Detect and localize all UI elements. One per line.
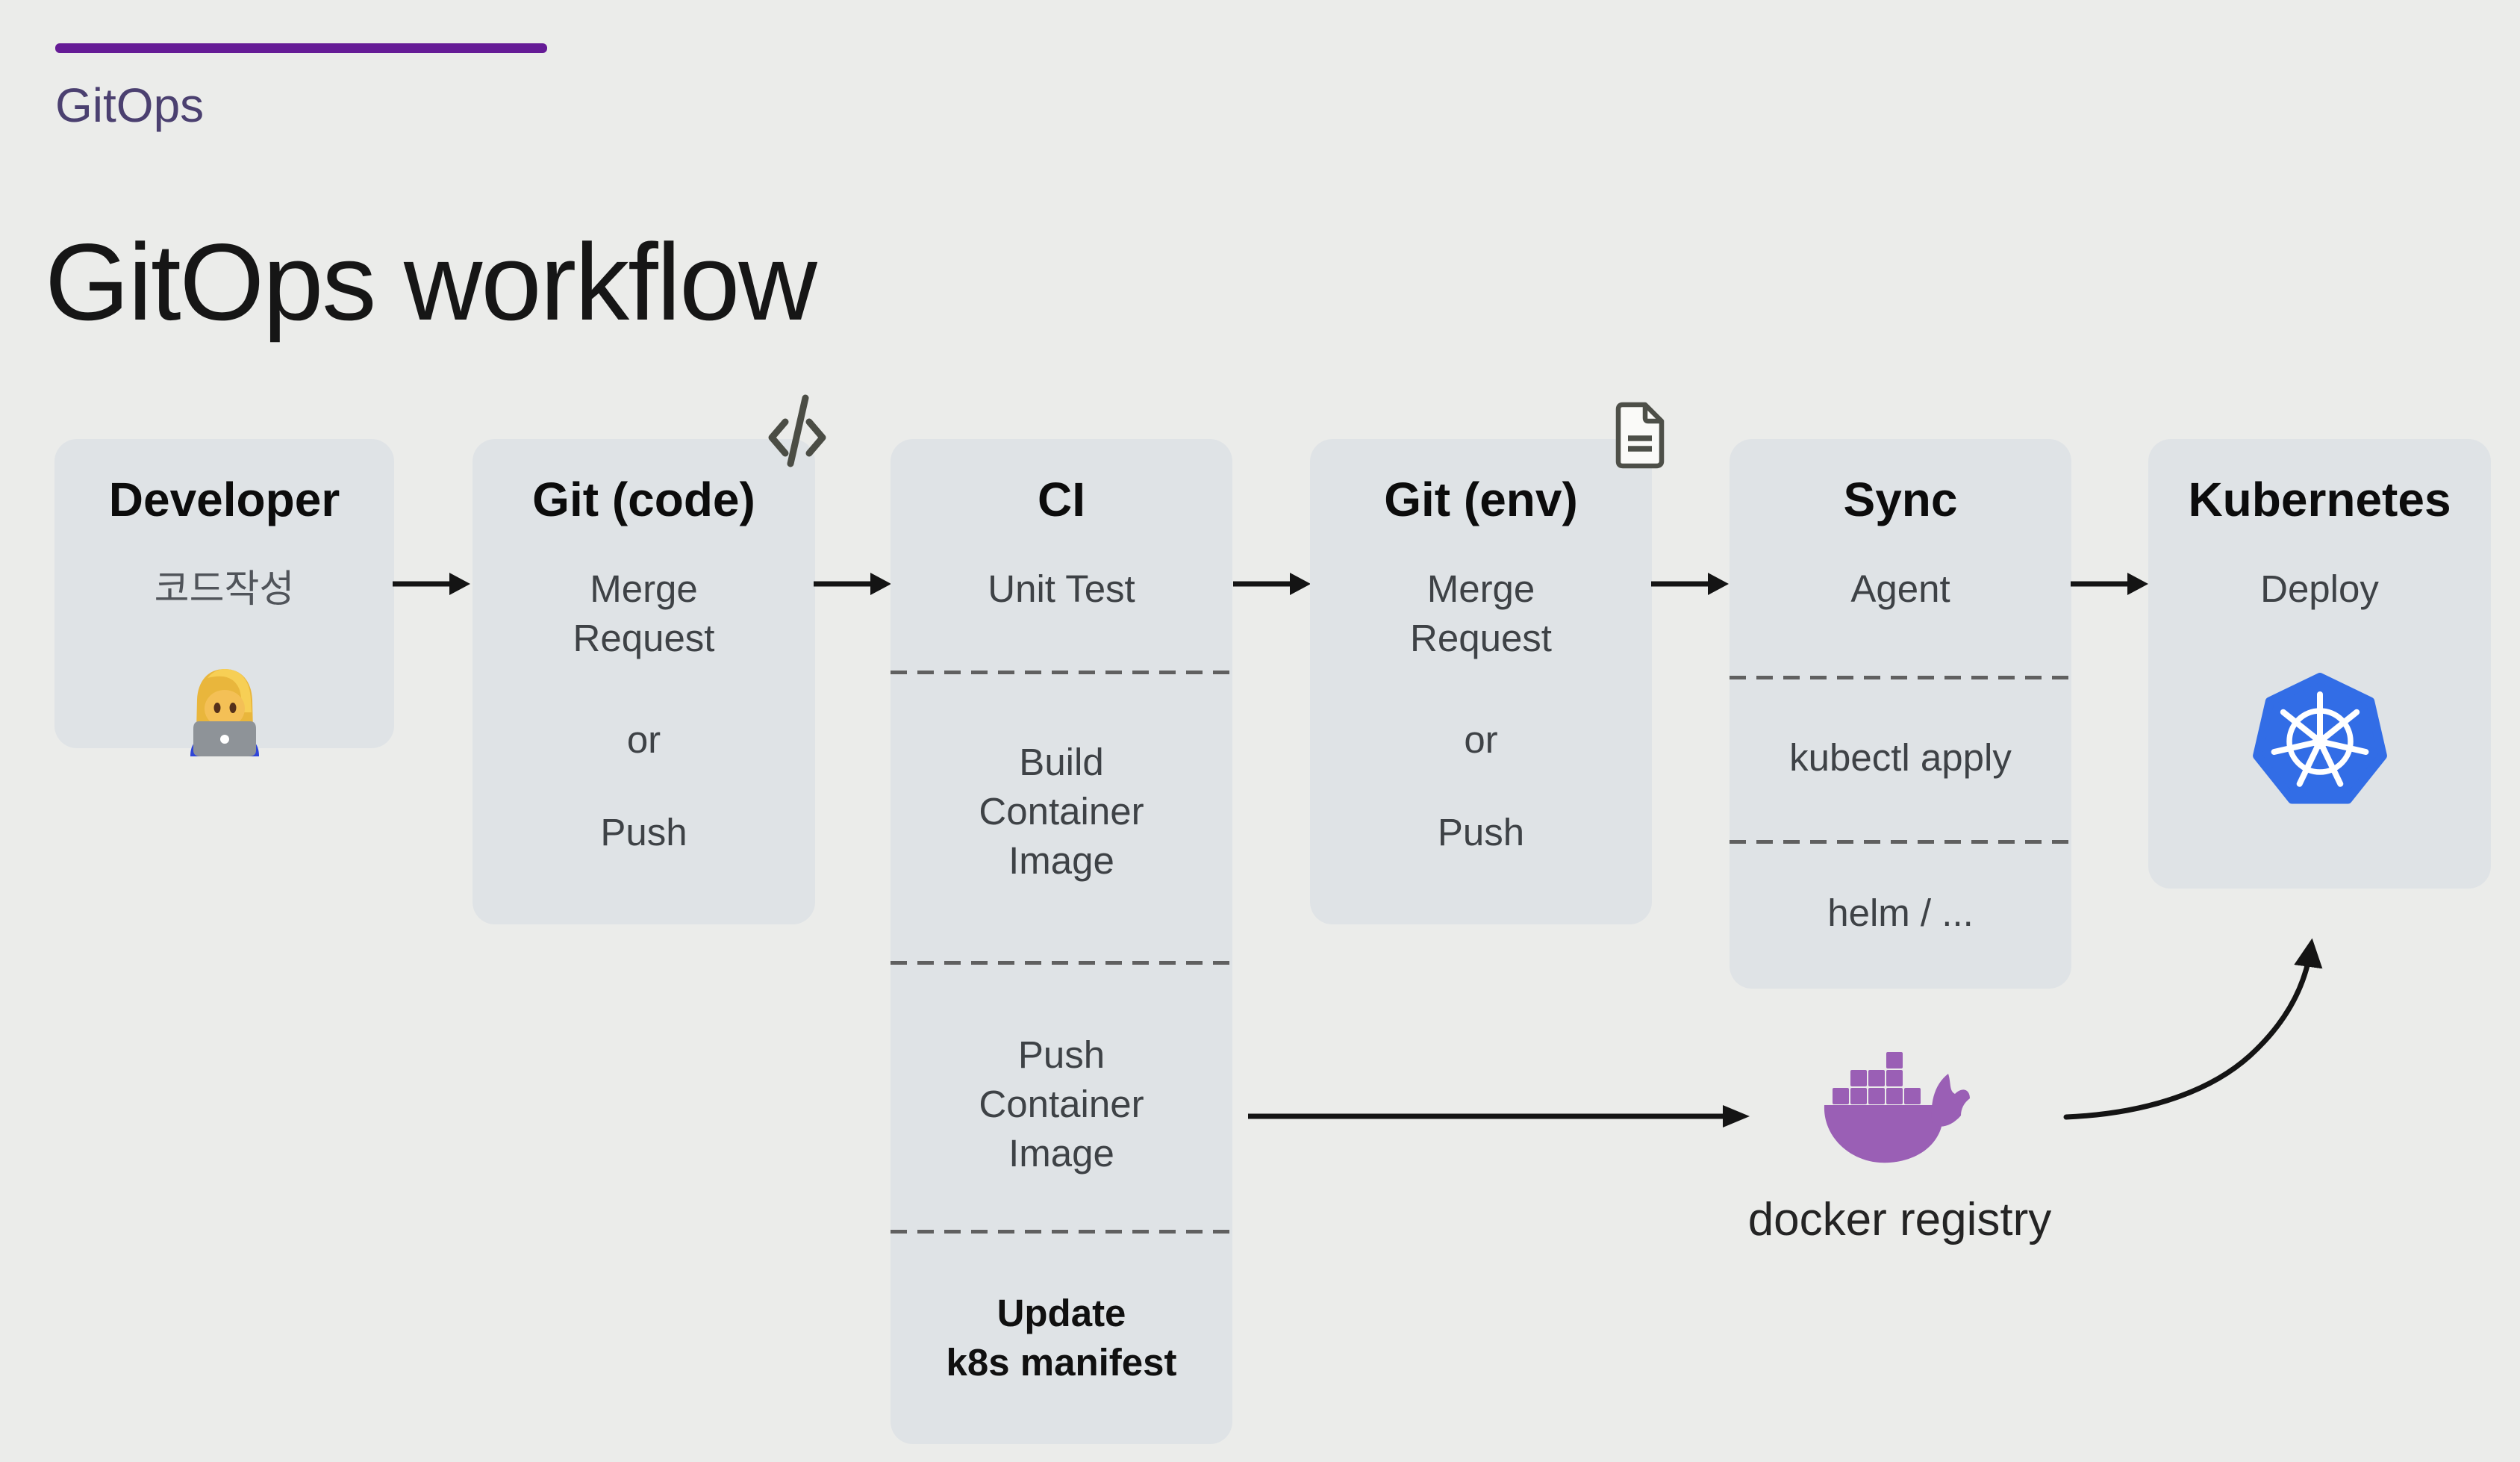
page-title: GitOps workflow bbox=[45, 221, 817, 343]
node-kubernetes-title: Kubernetes bbox=[2188, 473, 2451, 526]
node-sync: Sync Agent kubectl apply helm / ... bbox=[1730, 439, 2071, 989]
push-container-image-label: Push Container Image bbox=[979, 1033, 1144, 1175]
node-git-code-title: Git (code) bbox=[532, 473, 755, 526]
update-k8s-manifest-label: Update k8s manifest bbox=[946, 1292, 1177, 1384]
merge-request-label: Merge Request bbox=[573, 567, 715, 659]
kubernetes-wheel-icon bbox=[2252, 673, 2387, 804]
helm-label: helm / ... bbox=[1827, 892, 1974, 934]
docker-registry-label: docker registry bbox=[1747, 1194, 2052, 1245]
section-label: GitOps bbox=[55, 78, 205, 132]
agent-label: Agent bbox=[1850, 567, 1950, 610]
push-label: Push bbox=[600, 811, 687, 853]
flow-arrow-registry-to-kubernetes bbox=[2063, 938, 2323, 1120]
node-git-code: Git (code) Merge Request or Push bbox=[472, 439, 815, 924]
push-label: Push bbox=[1437, 811, 1525, 853]
separator bbox=[891, 671, 1232, 674]
node-developer-title: Developer bbox=[108, 473, 340, 526]
flow-arrow-gitenv-to-sync bbox=[1651, 573, 1729, 595]
developer-task-label: 코드작성 bbox=[154, 567, 295, 610]
node-developer: Developer 코드작성 bbox=[54, 439, 394, 756]
document-icon bbox=[1615, 402, 1665, 469]
separator bbox=[891, 1230, 1232, 1234]
deploy-label: Deploy bbox=[2260, 567, 2379, 610]
flow-arrow-ci-to-registry bbox=[1248, 1105, 1750, 1127]
code-icon bbox=[768, 394, 826, 467]
unit-test-label: Unit Test bbox=[988, 567, 1135, 610]
woman-technologist-icon bbox=[190, 669, 259, 756]
node-git-env: Git (env) Merge Request or Push bbox=[1310, 439, 1652, 924]
docker-whale-icon bbox=[1824, 1052, 1970, 1163]
build-container-image-label: Build Container Image bbox=[979, 741, 1144, 882]
flow-arrow-developer-to-gitcode bbox=[393, 573, 470, 595]
node-git-env-title: Git (env) bbox=[1384, 473, 1578, 526]
separator bbox=[891, 961, 1232, 965]
node-sync-title: Sync bbox=[1843, 473, 1958, 526]
kubectl-apply-label: kubectl apply bbox=[1789, 736, 2012, 779]
or-label: or bbox=[1464, 718, 1498, 761]
merge-request-label: Merge Request bbox=[1410, 567, 1552, 659]
separator bbox=[1730, 676, 2071, 679]
separator bbox=[1730, 840, 2071, 844]
or-label: or bbox=[626, 718, 661, 761]
node-ci: CI Unit Test Build Container Image Push … bbox=[891, 439, 1232, 1444]
flow-arrow-sync-to-kubernetes bbox=[2071, 573, 2148, 595]
node-ci-title: CI bbox=[1038, 473, 1085, 526]
node-kubernetes: Kubernetes Deploy bbox=[2148, 439, 2491, 889]
flow-arrow-gitcode-to-ci bbox=[814, 573, 891, 595]
flow-arrow-ci-to-gitenv bbox=[1233, 573, 1311, 595]
accent-bar bbox=[55, 43, 547, 53]
